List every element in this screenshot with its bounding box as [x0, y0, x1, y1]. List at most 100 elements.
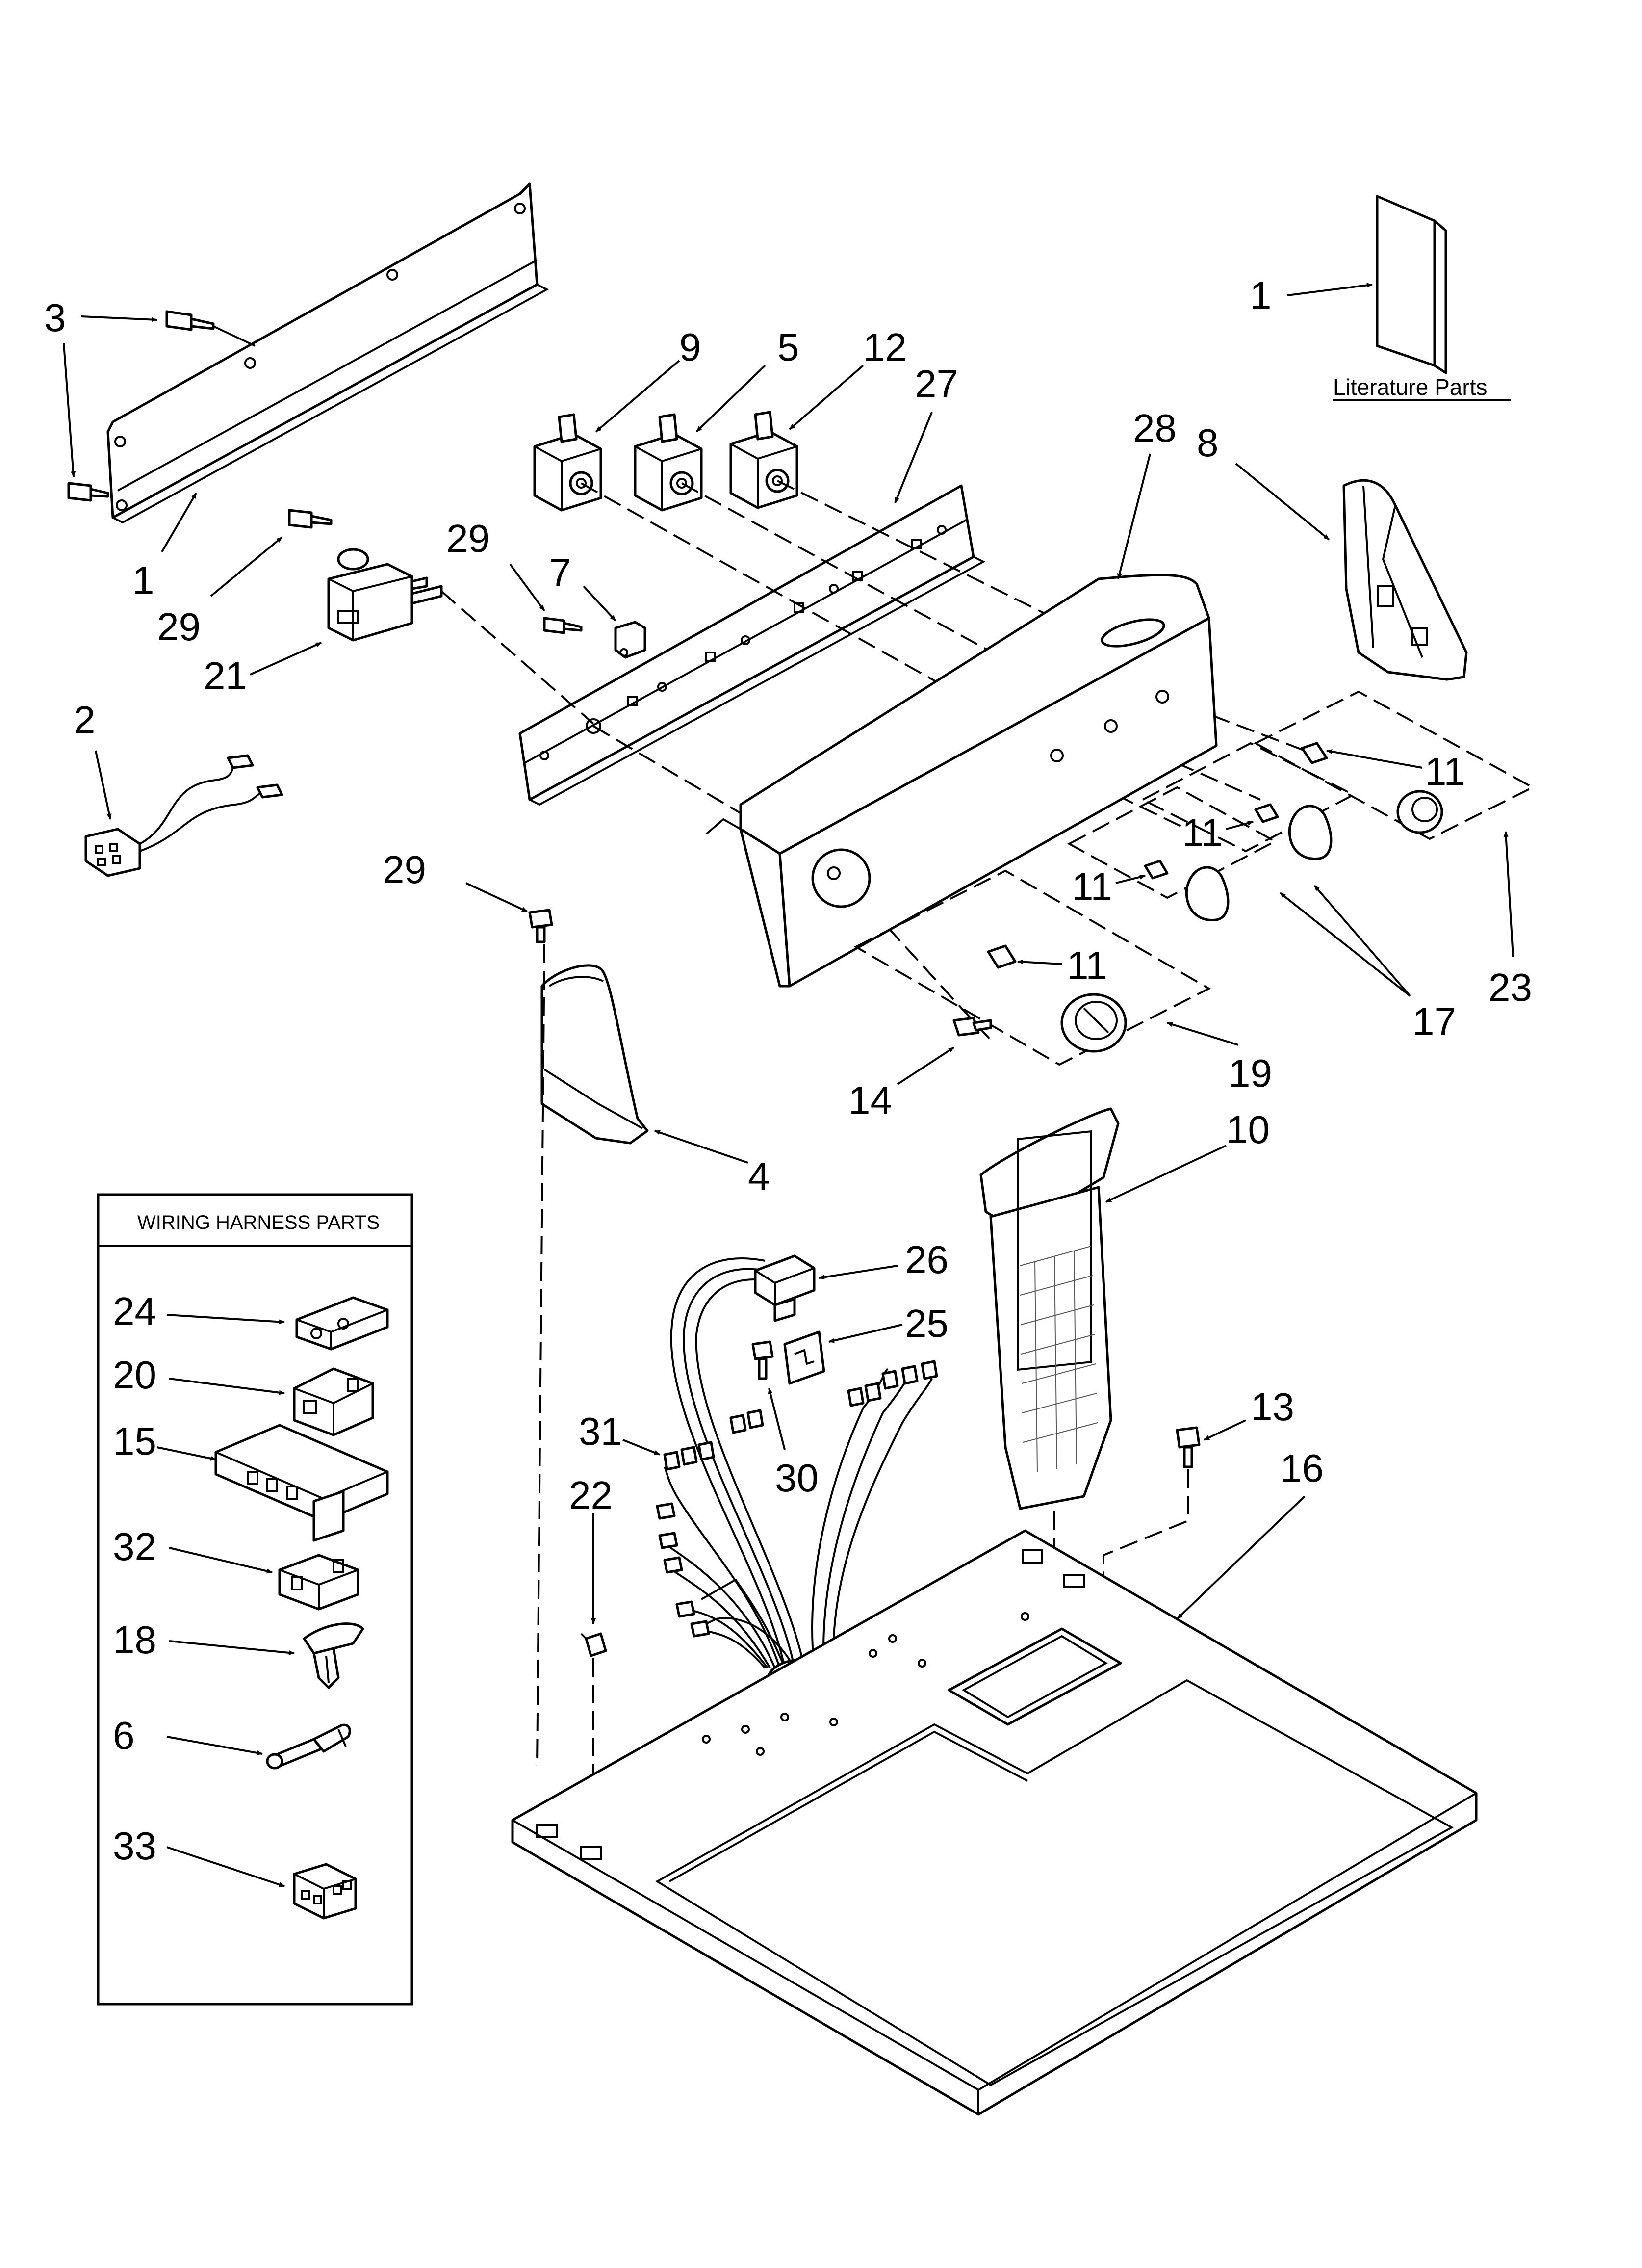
callout-14: 14 — [848, 1078, 892, 1122]
connector-32 — [278, 1554, 359, 1611]
leader-25 — [828, 1324, 903, 1343]
main-wire-harness — [664, 1257, 933, 1669]
connector-15 — [214, 1424, 389, 1542]
knob-23 — [1396, 790, 1443, 834]
leader-17-b — [1313, 885, 1411, 997]
callout-11-a: 11 — [1425, 750, 1465, 793]
knob-17-b — [1185, 866, 1230, 922]
knob-frame-17a — [1140, 742, 1356, 853]
spacer-11-a — [1301, 742, 1328, 764]
callout-10: 10 — [1226, 1108, 1270, 1151]
leader-11-c — [1115, 874, 1146, 884]
harness-connectors — [656, 1360, 938, 1638]
leader-31 — [622, 1439, 660, 1456]
side-cap-4 — [540, 964, 649, 1145]
callout-30: 30 — [775, 1456, 819, 1500]
leader-4 — [654, 1130, 748, 1164]
callout-16: 16 — [1280, 1446, 1324, 1490]
knob-frame-23 — [1253, 690, 1535, 840]
callout-15: 15 — [113, 1419, 156, 1463]
leader-19 — [1167, 1022, 1239, 1046]
terminal-6 — [266, 1723, 351, 1770]
leader-29-timer — [210, 536, 283, 597]
callout-17: 17 — [1412, 1000, 1456, 1043]
callout-3: 3 — [44, 296, 66, 339]
callout-26: 26 — [905, 1238, 949, 1281]
leader-11-a — [1326, 749, 1423, 769]
switch-9 — [533, 413, 602, 512]
callout-33: 33 — [113, 1824, 156, 1868]
screw-3-lower — [67, 482, 109, 502]
callout-8: 8 — [1197, 421, 1219, 465]
top-panel-16 — [511, 1529, 1478, 2116]
callout-19: 19 — [1229, 1051, 1272, 1095]
lint-screen-10 — [979, 1107, 1120, 1510]
leader-29-cap — [465, 882, 528, 912]
leader-5 — [695, 365, 766, 433]
callout-29-bracket: 29 — [446, 517, 490, 560]
callout-11-b: 11 — [1182, 811, 1223, 855]
callout-4: 4 — [748, 1154, 770, 1198]
callout-2: 2 — [74, 698, 96, 742]
callout-9: 9 — [679, 325, 701, 369]
bracket-25 — [783, 1330, 825, 1385]
callout-21: 21 — [204, 654, 247, 698]
spacer-11-c — [1144, 860, 1169, 880]
leader-9 — [595, 360, 680, 433]
leader-2 — [95, 750, 112, 820]
callout-20: 20 — [113, 1353, 156, 1397]
screw-14 — [952, 1017, 992, 1037]
wiring-harness-parts-title: WIRING HARNESS PARTS — [137, 1212, 380, 1233]
rear-console-panel — [106, 182, 549, 524]
screw-3-upper — [165, 310, 256, 347]
terminal-block-26 — [754, 1254, 816, 1322]
leader-7 — [583, 585, 616, 622]
leader-11-d — [1017, 959, 1062, 965]
leader-11-b — [1226, 821, 1254, 830]
assembly-line-cap — [536, 944, 545, 1767]
leader-3-lower — [63, 343, 76, 477]
leader-33 — [166, 1846, 285, 1887]
leader-26 — [819, 1265, 898, 1280]
leader-1-literature — [1287, 283, 1373, 296]
callout-31: 31 — [579, 1409, 622, 1453]
leader-27 — [894, 412, 933, 503]
screw-29-cap — [528, 909, 553, 943]
control-bracket-27 — [518, 484, 986, 806]
leader-29-bracket — [509, 563, 545, 612]
callout-29-timer: 29 — [157, 605, 201, 649]
knob-frame-17b — [1067, 786, 1278, 899]
leader-14 — [897, 1046, 955, 1085]
leader-12 — [789, 365, 864, 430]
callout-11-c: 11 — [1072, 865, 1112, 909]
leader-16 — [1176, 1495, 1306, 1620]
callout-29-cap: 29 — [383, 848, 426, 891]
callout-13: 13 — [1251, 1385, 1294, 1429]
callout-1-literature: 1 — [1250, 274, 1272, 317]
leader-13 — [1204, 1419, 1246, 1441]
leader-15 — [156, 1446, 216, 1461]
screw-13 — [1176, 1426, 1201, 1468]
leader-21 — [250, 642, 322, 676]
console-28 — [705, 574, 1218, 988]
leader-24 — [166, 1314, 285, 1325]
switch-12 — [729, 411, 798, 509]
spacer-11-d — [987, 944, 1017, 969]
leader-8 — [1235, 463, 1330, 541]
connector-20 — [293, 1367, 374, 1436]
leader-30 — [768, 1388, 786, 1450]
switch-5 — [634, 413, 703, 512]
literature-parts-label: Literature Parts — [1333, 374, 1487, 400]
leader-32 — [169, 1547, 273, 1574]
callout-7: 7 — [549, 551, 571, 595]
lint-screen-mesh — [1020, 1246, 1098, 1472]
leader-10 — [1105, 1145, 1227, 1203]
callout-27: 27 — [915, 362, 958, 406]
callout-32: 32 — [113, 1525, 156, 1568]
leader-3-upper — [80, 315, 157, 322]
leader-17-a — [1279, 892, 1411, 997]
leader-20 — [169, 1378, 285, 1395]
clip-22 — [580, 1632, 607, 1657]
leader-6 — [166, 1736, 263, 1755]
